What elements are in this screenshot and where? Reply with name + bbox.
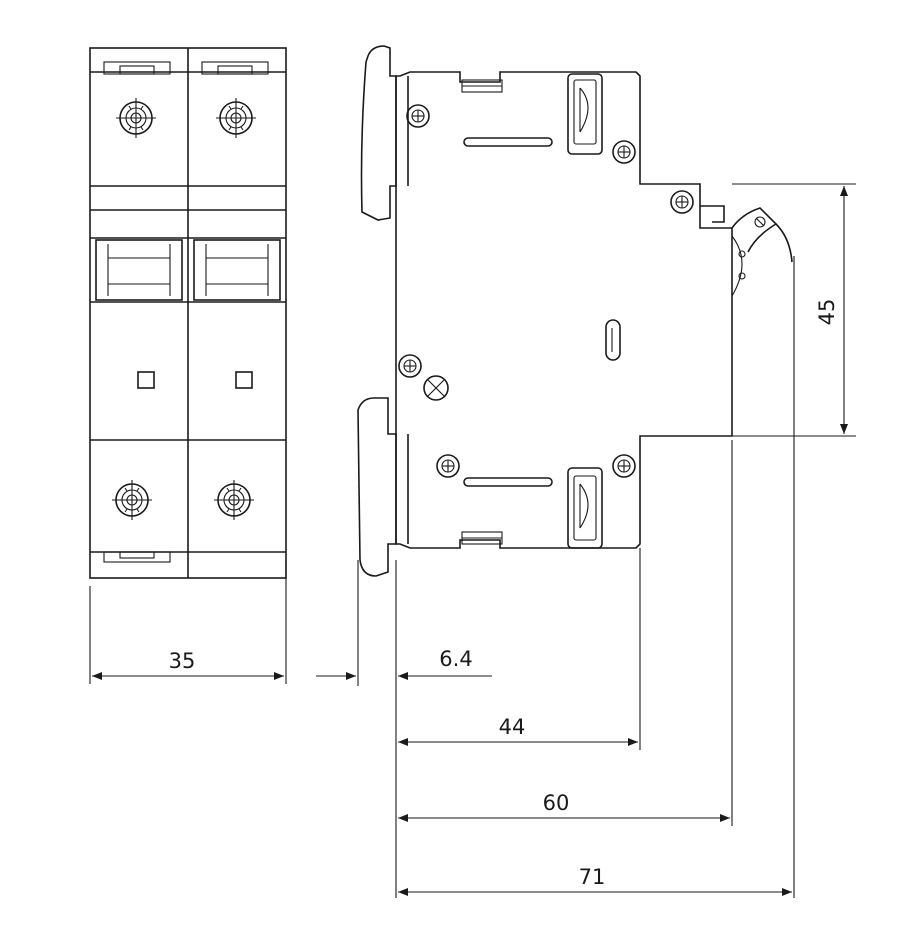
rivet-icon — [406, 104, 430, 128]
indicator-window — [235, 371, 253, 389]
rivet-icon — [612, 140, 636, 164]
terminal-window-bottom — [567, 467, 603, 549]
front-view — [89, 47, 287, 579]
toggle-lever — [731, 207, 793, 297]
side-view — [357, 45, 793, 577]
rivet-icon — [612, 454, 636, 478]
terminal-screw-icon — [111, 479, 153, 521]
dimension-71-label: 71 — [579, 865, 606, 889]
terminal-window-top — [567, 73, 603, 155]
rivet-icon — [398, 354, 422, 378]
indicator-slot — [605, 319, 621, 361]
dimension-6.4-label: 6.4 — [439, 647, 472, 671]
toggle-handle-right — [193, 239, 281, 301]
rivet-icon — [436, 454, 460, 478]
toggle-handle-left — [95, 239, 183, 301]
rivet-icon — [670, 190, 694, 214]
indicator-window — [137, 371, 155, 389]
dimension-lines — [89, 183, 856, 898]
terminal-screw-icon — [215, 97, 257, 139]
terminal-screw-icon — [213, 479, 255, 521]
dimension-44-label: 44 — [499, 715, 526, 739]
dimension-35-label: 35 — [169, 649, 196, 673]
crossed-circle-icon — [423, 375, 449, 401]
dimension-45-label: 45 — [815, 299, 839, 326]
terminal-screw-icon — [115, 97, 157, 139]
dimension-60-label: 60 — [543, 791, 570, 815]
